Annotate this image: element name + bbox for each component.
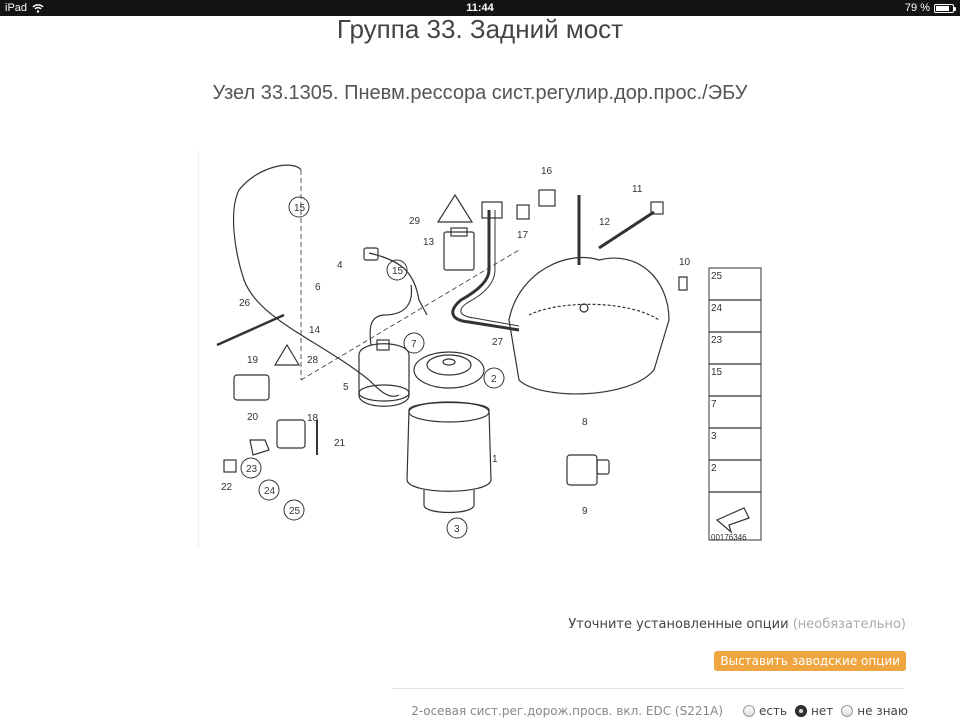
svg-text:7: 7 [411,339,417,350]
svg-text:12: 12 [599,217,611,228]
radio-yes[interactable]: есть [743,704,787,718]
svg-text:17: 17 [517,230,529,241]
svg-text:3: 3 [711,431,717,442]
svg-text:4: 4 [337,260,343,271]
set-factory-options-button[interactable]: Выставить заводские опции [714,651,906,671]
svg-text:20: 20 [247,412,259,423]
svg-text:24: 24 [264,486,276,497]
radio-no[interactable]: нет [795,704,833,718]
svg-text:21: 21 [334,438,346,449]
svg-text:13: 13 [423,237,435,248]
radio-unchecked-icon[interactable] [841,705,854,717]
svg-text:24: 24 [711,303,723,314]
svg-text:2: 2 [711,463,717,474]
assembly-subtitle: Узел 33.1305. Пневм.рессора сист.регулир… [212,82,748,104]
optional-note: (необязательно) [792,617,906,632]
svg-text:5: 5 [343,382,349,393]
options-heading: Уточните установленные опции (необязател… [568,617,906,632]
svg-text:14: 14 [309,325,321,336]
svg-text:15: 15 [392,266,404,277]
radio-checked-icon[interactable] [795,705,808,717]
wifi-icon [32,4,44,13]
battery-percent: 79 % [904,2,930,14]
option-name: 2-осевая сист.рег.дорож.просв. вкл. EDC … [411,704,723,718]
radio-label: не знаю [857,704,908,718]
svg-text:1: 1 [492,454,498,465]
svg-text:11: 11 [632,184,643,195]
svg-text:22: 22 [221,482,233,493]
svg-text:25: 25 [289,506,301,517]
svg-text:10: 10 [679,257,691,268]
svg-text:26: 26 [239,298,251,309]
option-row: 2-осевая сист.рег.дорож.просв. вкл. EDC … [0,704,908,718]
svg-text:29: 29 [409,216,421,227]
radio-label: есть [759,704,788,718]
divider [392,688,904,689]
svg-text:7: 7 [711,399,717,410]
options-label: Уточните установленные опции [568,617,789,632]
svg-text:16: 16 [541,166,553,177]
clock: 11:44 [466,2,494,14]
svg-text:25: 25 [711,271,723,282]
svg-text:23: 23 [246,464,258,475]
battery-icon [934,3,956,13]
diagram-code: 00176346 [711,533,747,542]
radio-label: нет [811,704,834,718]
radio-unchecked-icon[interactable] [743,705,755,717]
svg-text:18: 18 [307,413,319,424]
svg-text:23: 23 [711,335,723,346]
svg-text:6: 6 [315,282,321,293]
svg-text:28: 28 [307,355,319,366]
svg-text:8: 8 [582,417,588,428]
svg-text:15: 15 [294,203,306,214]
svg-text:9: 9 [582,506,588,517]
svg-text:3: 3 [454,524,460,535]
svg-text:27: 27 [492,337,504,348]
status-bar: iPad 11:44 79 % [0,0,960,16]
radio-unknown[interactable]: не знаю [841,704,908,718]
svg-text:2: 2 [491,374,497,385]
svg-text:19: 19 [247,355,259,366]
svg-text:15: 15 [711,367,723,378]
page-title: Группа 33. Задний мост [336,14,624,44]
device-name: iPad [5,2,28,14]
